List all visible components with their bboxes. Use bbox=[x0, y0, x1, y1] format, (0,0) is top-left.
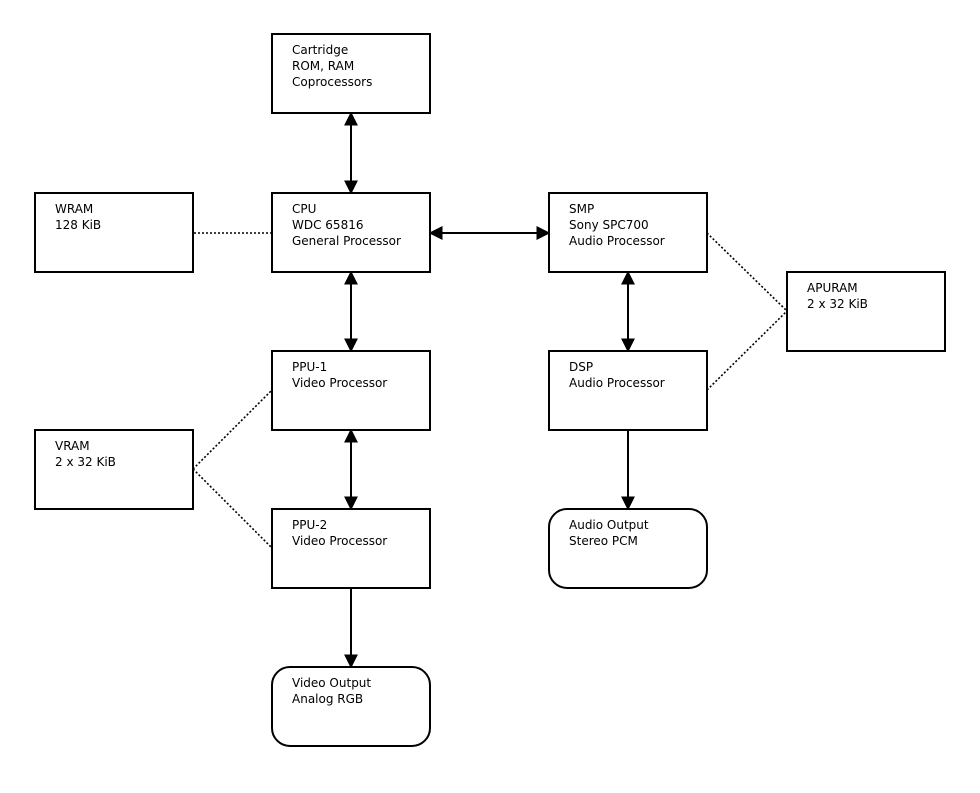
node-label-line: SMP bbox=[569, 202, 594, 216]
node-box bbox=[271, 33, 431, 114]
node-box bbox=[548, 192, 708, 273]
node-box bbox=[548, 350, 708, 431]
node-label-line: Audio Processor bbox=[569, 234, 665, 248]
node-box bbox=[271, 350, 431, 431]
node-label-line: Stereo PCM bbox=[569, 534, 638, 548]
node-label-line: Analog RGB bbox=[292, 692, 363, 706]
edge-vram-ppu1 bbox=[192, 389, 273, 470]
node-label-line: General Processor bbox=[292, 234, 401, 248]
node-dsp: DSP Audio Processor bbox=[548, 350, 708, 431]
node-label-line: Cartridge bbox=[292, 43, 348, 57]
node-label-line: Video Output bbox=[292, 676, 371, 690]
node-wram: WRAM 128 KiB bbox=[34, 192, 194, 273]
node-label-line: Audio Output bbox=[569, 518, 649, 532]
node-label-line: 2 x 32 KiB bbox=[807, 297, 868, 311]
node-box bbox=[548, 508, 708, 589]
node-box bbox=[786, 271, 946, 352]
node-label-line: Audio Processor bbox=[569, 376, 665, 390]
node-label-line: CPU bbox=[292, 202, 316, 216]
node-box bbox=[271, 666, 431, 747]
node-label-line: Video Processor bbox=[292, 534, 387, 548]
node-label-line: PPU-2 bbox=[292, 518, 327, 532]
edge-vram-ppu2 bbox=[192, 468, 273, 549]
node-vram: VRAM 2 x 32 KiB bbox=[34, 429, 194, 510]
node-box bbox=[34, 192, 194, 273]
node-label-line: WRAM bbox=[55, 202, 93, 216]
node-label-line: DSP bbox=[569, 360, 593, 374]
node-label-line: Sony SPC700 bbox=[569, 218, 649, 232]
node-label-line: ROM, RAM bbox=[292, 59, 354, 73]
node-label-line: WDC 65816 bbox=[292, 218, 363, 232]
node-label-line: Coprocessors bbox=[292, 75, 372, 89]
node-label-line: 128 KiB bbox=[55, 218, 101, 232]
node-label-line: APURAM bbox=[807, 281, 858, 295]
edges-layer bbox=[192, 111, 788, 669]
node-label-line: Video Processor bbox=[292, 376, 387, 390]
node-apuram: APURAM 2 x 32 KiB bbox=[786, 271, 946, 352]
node-label-line: PPU-1 bbox=[292, 360, 327, 374]
node-box bbox=[34, 429, 194, 510]
node-box bbox=[271, 508, 431, 589]
node-label-line: VRAM bbox=[55, 439, 90, 453]
edge-dsp-apuram bbox=[706, 310, 788, 391]
edge-smp-apuram bbox=[706, 232, 788, 312]
node-label-line: 2 x 32 KiB bbox=[55, 455, 116, 469]
node-box bbox=[271, 192, 431, 273]
